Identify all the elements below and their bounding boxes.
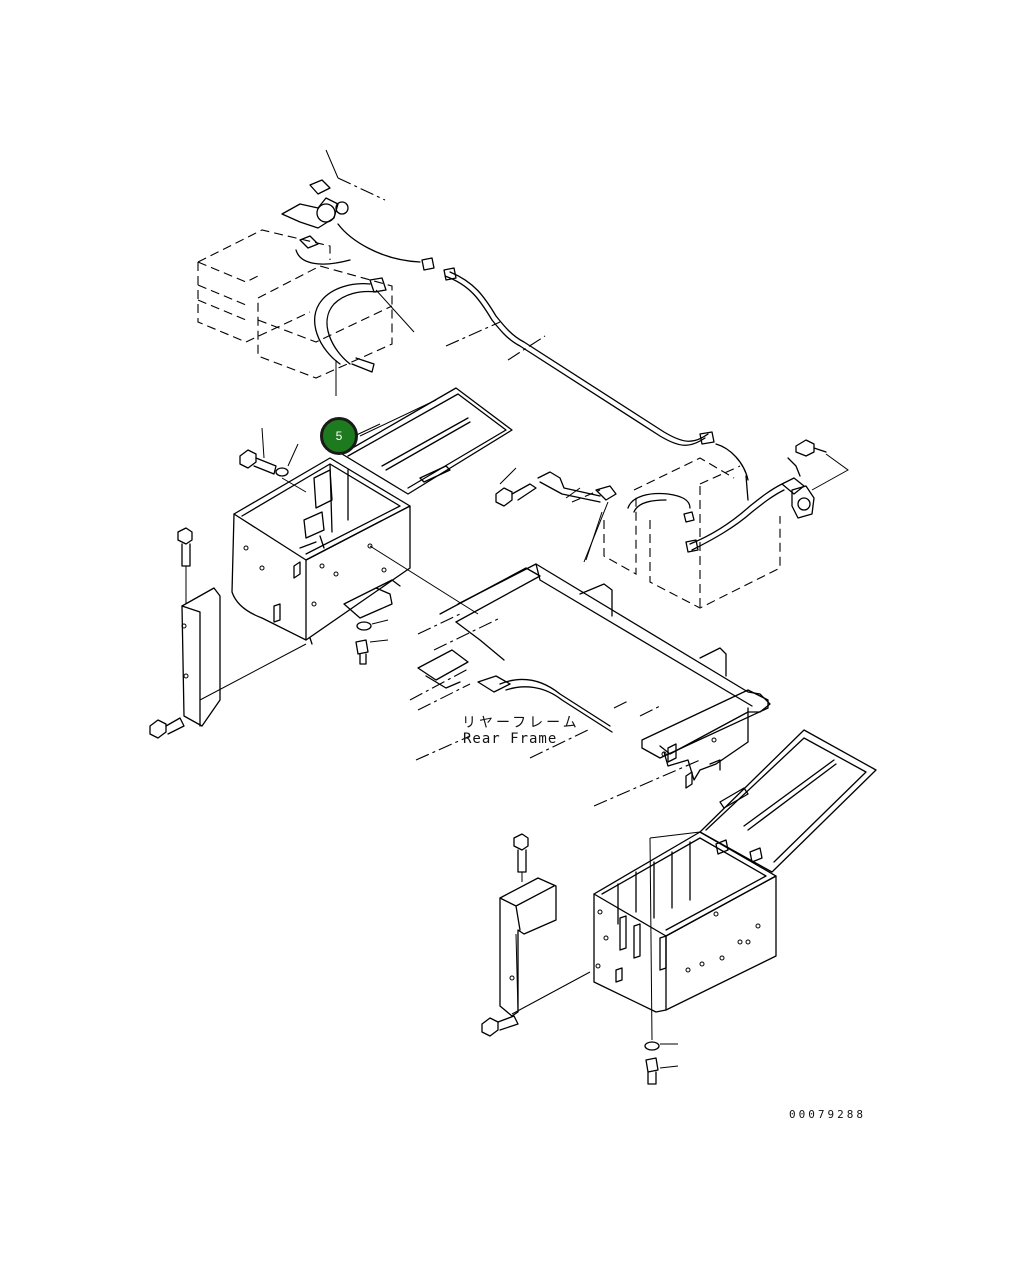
upper-lid-panel bbox=[341, 387, 513, 495]
long-cable bbox=[443, 267, 749, 481]
left-side-bracket bbox=[149, 587, 307, 739]
left-fasteners bbox=[177, 427, 389, 665]
rear-frame-label-en: Rear Frame bbox=[463, 731, 558, 747]
callout-number: 5 bbox=[335, 429, 343, 443]
callout-marker-5[interactable]: 5 bbox=[320, 417, 358, 455]
right-battery-assembly bbox=[495, 439, 849, 609]
left-battery-box bbox=[231, 457, 479, 645]
lower-battery-box bbox=[593, 729, 877, 1041]
upper-battery-assembly bbox=[197, 149, 435, 396]
rear-frame-label-jp: リヤーフレーム bbox=[462, 715, 580, 731]
rear-frame bbox=[409, 563, 771, 807]
drawing-number: 00079288 bbox=[789, 1108, 866, 1121]
lower-side-bracket bbox=[481, 833, 591, 1037]
lower-fasteners bbox=[644, 1041, 679, 1085]
